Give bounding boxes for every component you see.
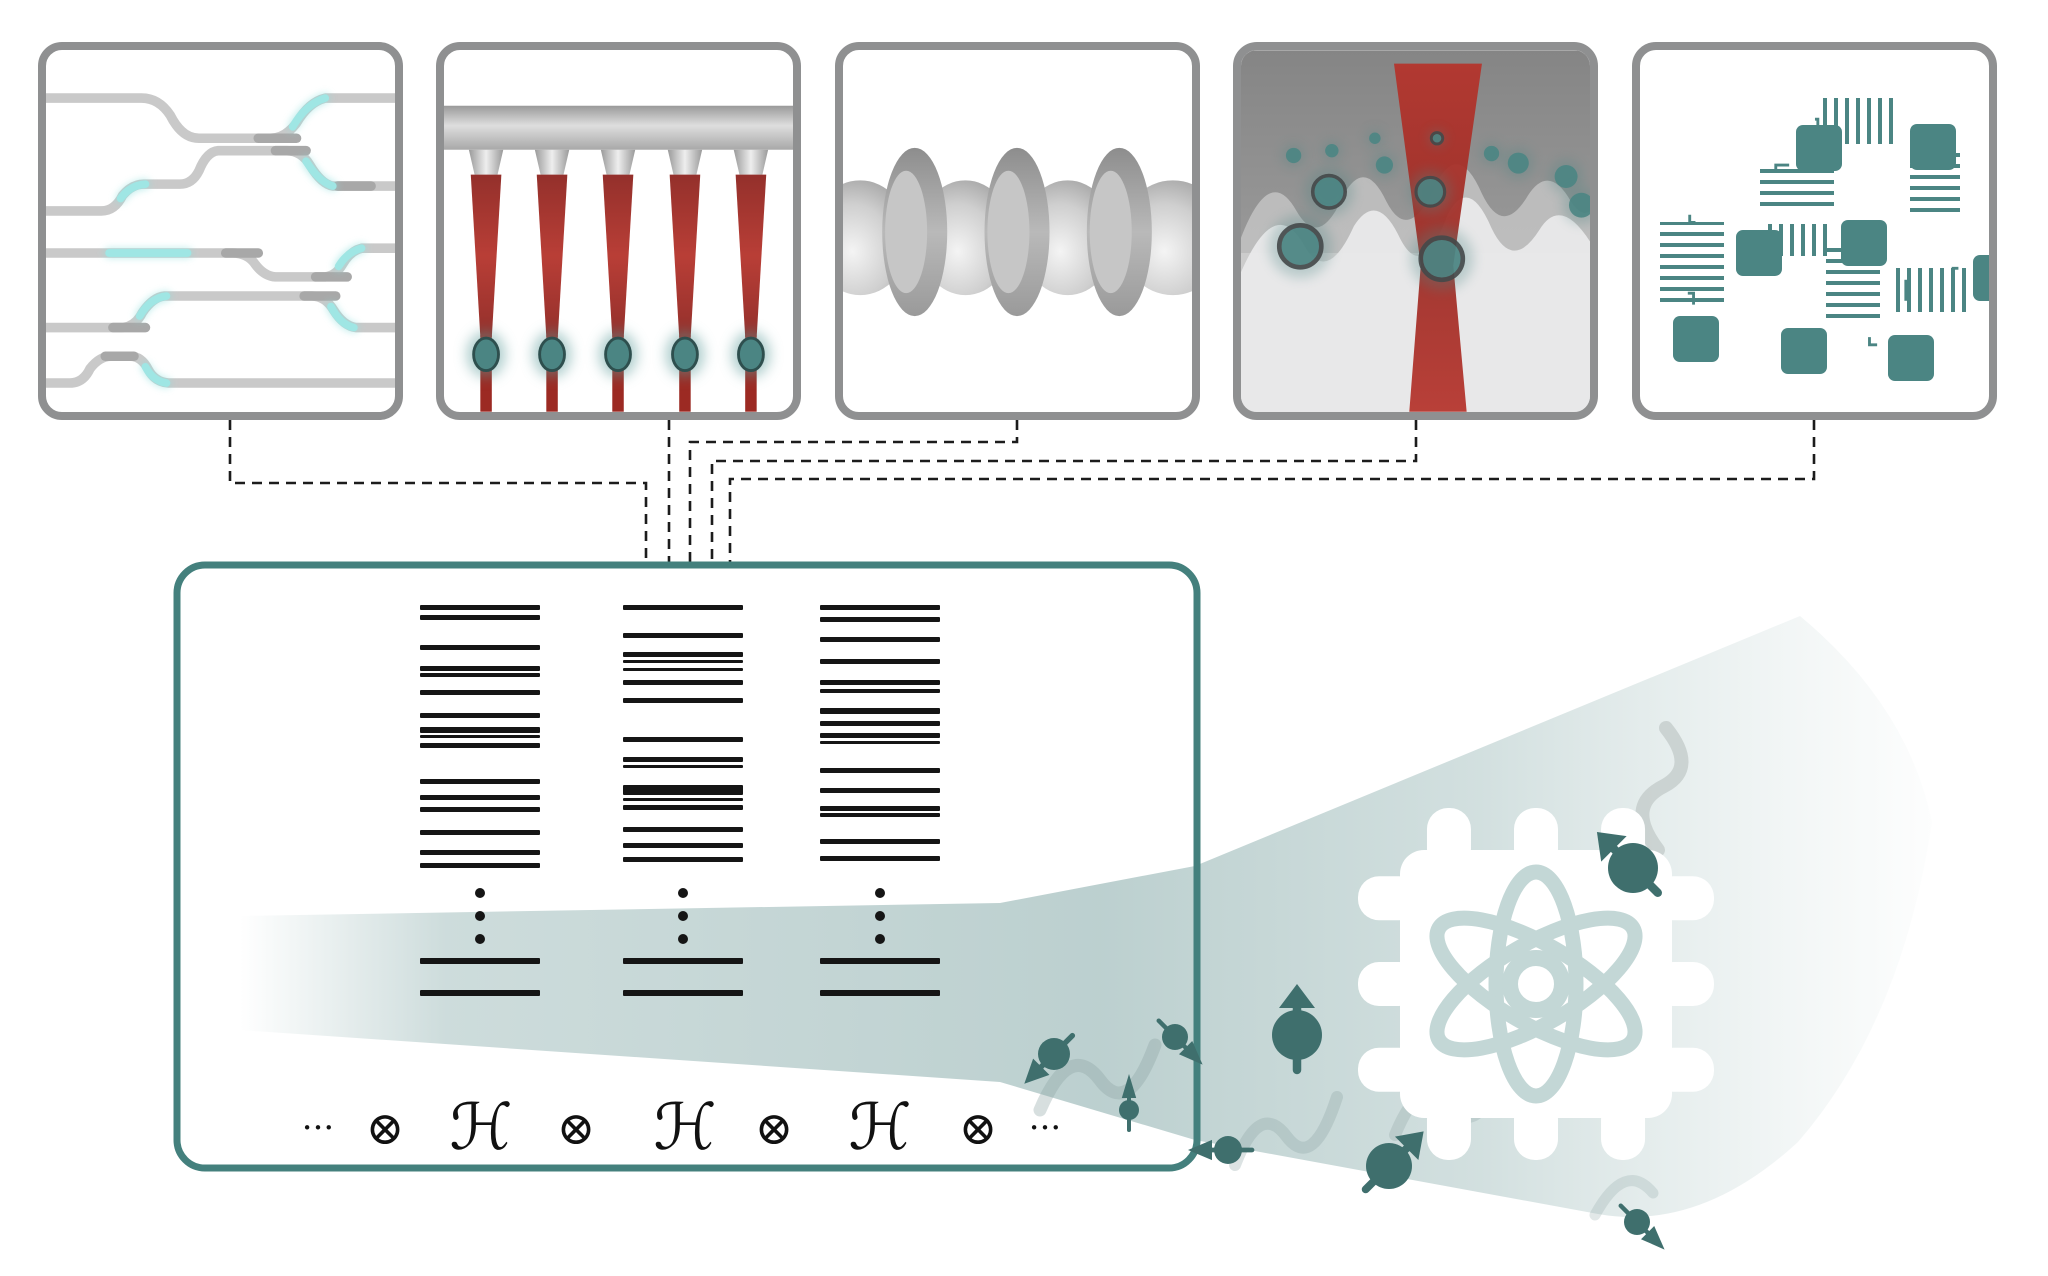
- qubit-pad: [1841, 220, 1887, 266]
- lattice-atom: [1418, 235, 1466, 283]
- lattice-atom: [1310, 173, 1348, 210]
- qubit-pad: [1673, 316, 1719, 362]
- spin-particle-icon: [1188, 1136, 1255, 1164]
- spin-particle-icon: [1618, 1203, 1665, 1250]
- ion-trap-laser-array-icon: [444, 105, 793, 412]
- optical-lattice-tweezer-icon: [1241, 50, 1590, 412]
- bulged-cavity-resonator-icon: [843, 147, 1192, 317]
- panel-to-box-connectors: [228, 420, 1816, 565]
- lattice-atom: [1375, 156, 1394, 174]
- ion: [737, 336, 765, 373]
- photonic-circuit-panel: [38, 42, 403, 420]
- spin-particle-icon: [1361, 1131, 1424, 1194]
- spin-particle-icon: [1596, 831, 1662, 897]
- trapped-ion-panel: [436, 42, 801, 420]
- qubit-pad: [1973, 255, 1989, 301]
- wavy-noise-squiggles: [1033, 721, 1689, 1221]
- connector-photonic-circuit-panel: [228, 420, 648, 565]
- lattice-atom: [1429, 131, 1445, 146]
- superconducting-panel: [1632, 42, 1997, 420]
- connector-superconducting-panel: [728, 420, 1816, 565]
- connector-microwave-cavity-panel: [688, 420, 1019, 565]
- quantum-chip-icon: [1358, 808, 1714, 1160]
- qubit-pad: [1796, 125, 1842, 171]
- photonic-waveguide-chip-icon: [46, 93, 395, 388]
- lattice-atom: [1369, 132, 1381, 144]
- ion: [538, 336, 566, 373]
- lattice-atom: [1554, 165, 1578, 188]
- connector-optical-lattice-panel: [710, 420, 1418, 565]
- laser-beam-array: [466, 149, 771, 412]
- lattice-atoms-group: [1268, 129, 1590, 291]
- trap-electrode-bar: [444, 105, 793, 150]
- qubit-pad: [1910, 124, 1956, 170]
- resonator-meander: [1660, 222, 1724, 302]
- resonator-meander: [1896, 268, 1966, 312]
- ion: [604, 336, 632, 373]
- lattice-atom: [1276, 222, 1324, 270]
- lattice-atom: [1325, 143, 1339, 158]
- spin-particle-icon: [1272, 984, 1322, 1075]
- lattice-atom: [1285, 147, 1302, 164]
- ion: [472, 336, 500, 373]
- spin-particle-icon: [1119, 1074, 1139, 1132]
- ion: [671, 336, 699, 373]
- optical-lattice-panel: [1233, 42, 1598, 420]
- lattice-atom: [1414, 175, 1447, 208]
- spin-particle-icon: [1024, 1032, 1076, 1084]
- qubit-pad: [1781, 328, 1827, 374]
- atom-icon: [1429, 864, 1643, 1104]
- qubit-pad: [1736, 230, 1782, 276]
- lattice-atom: [1507, 152, 1529, 174]
- spin-particles-group: [1024, 831, 1665, 1250]
- spin-particle-icon: [1156, 1018, 1203, 1065]
- lattice-atom: [1568, 192, 1590, 218]
- hilbert-box-border: [173, 561, 1201, 1172]
- microwave-cavity-panel: [835, 42, 1200, 420]
- lattice-atom: [1483, 145, 1500, 162]
- qubit-pad: [1888, 335, 1934, 381]
